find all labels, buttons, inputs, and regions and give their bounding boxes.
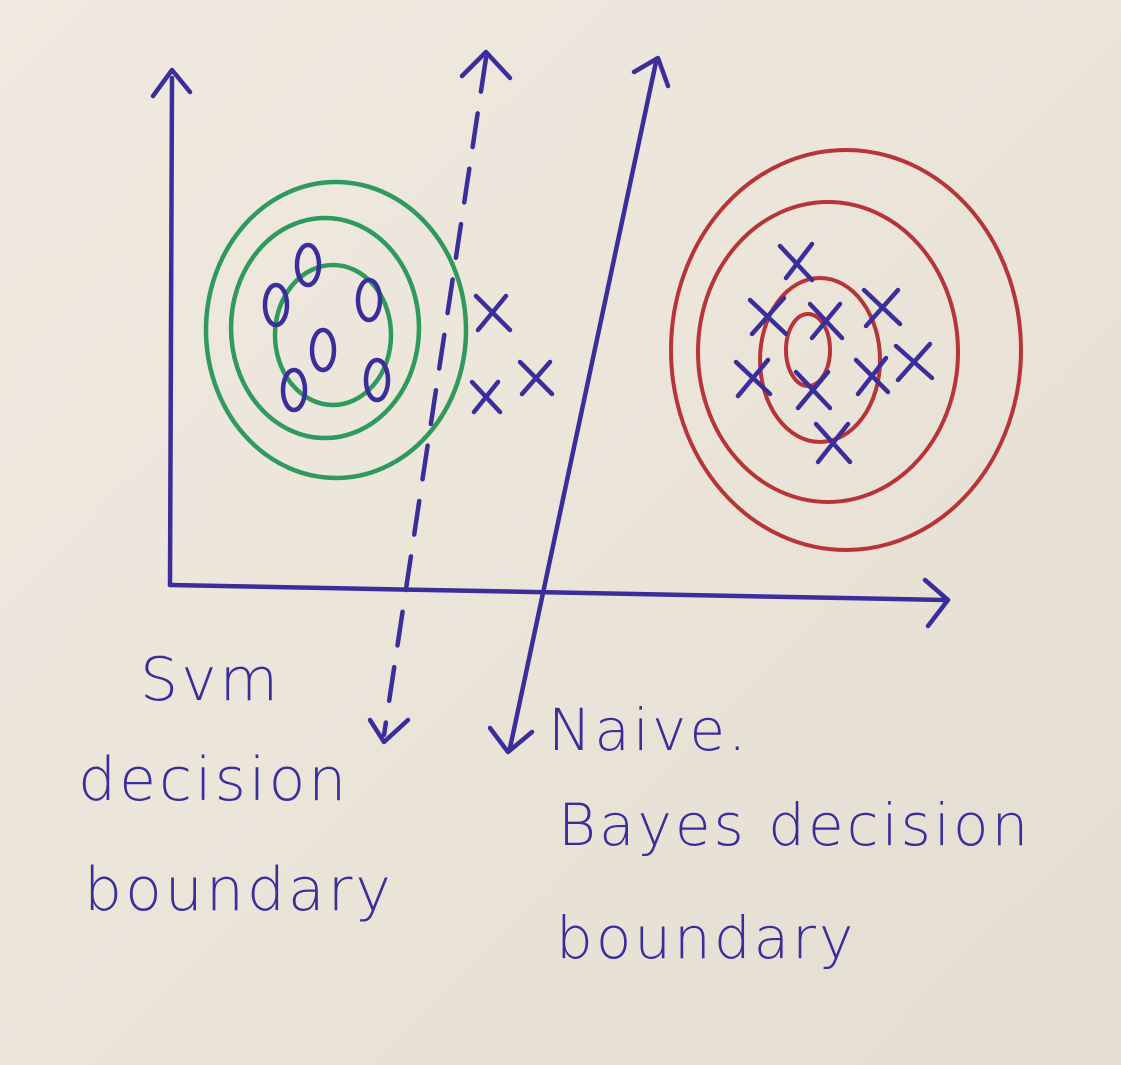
o-point bbox=[294, 242, 322, 288]
o-point bbox=[355, 277, 383, 323]
green-contour-middle bbox=[228, 215, 422, 441]
x-point bbox=[777, 241, 815, 283]
red-contour-middle bbox=[696, 200, 960, 504]
y-axis bbox=[167, 75, 175, 588]
svm-decision-boundary bbox=[367, 49, 513, 745]
x-point bbox=[807, 301, 845, 341]
naive-bayes-label-line-2: Bayes decision bbox=[558, 791, 1031, 859]
x-axis bbox=[167, 582, 948, 603]
x-point bbox=[747, 295, 789, 337]
naive-bayes-boundary-top-arrowhead bbox=[631, 55, 671, 89]
axes bbox=[150, 67, 951, 629]
svm-label-line-2: decision bbox=[78, 745, 349, 815]
naive-bayes-label: Naive. Bayes decision boundary bbox=[548, 696, 1031, 972]
x-point bbox=[861, 287, 903, 329]
o-point bbox=[309, 327, 337, 373]
x-point bbox=[813, 421, 853, 465]
x-point bbox=[517, 359, 555, 397]
x-point bbox=[893, 341, 935, 383]
o-point bbox=[262, 282, 290, 328]
x-point bbox=[853, 355, 891, 397]
green-contour-outer bbox=[203, 179, 469, 481]
naive-bayes-boundary-line bbox=[507, 59, 659, 751]
naive-bayes-label-line-3: boundary bbox=[556, 904, 856, 972]
class-o-points bbox=[262, 242, 391, 413]
naive-bayes-boundary-bottom-arrowhead bbox=[487, 725, 535, 755]
svm-boundary-dashed-line bbox=[381, 55, 489, 738]
svm-label-line-1: Svm bbox=[140, 645, 281, 715]
red-contour-inner bbox=[758, 276, 882, 444]
class-o-contours bbox=[203, 179, 469, 481]
x-point bbox=[733, 357, 773, 399]
x-point bbox=[473, 293, 513, 333]
x-point bbox=[793, 369, 833, 411]
y-axis-arrowhead bbox=[150, 67, 193, 99]
naive-bayes-label-line-1: Naive. bbox=[548, 696, 750, 764]
green-contour-inner bbox=[272, 262, 394, 408]
red-contour-outer bbox=[669, 148, 1023, 552]
svm-label-line-3: boundary bbox=[84, 855, 394, 925]
class-x-points-outliers bbox=[469, 293, 555, 415]
naive-bayes-decision-boundary bbox=[487, 55, 671, 755]
x-point bbox=[469, 379, 503, 415]
class-x-points bbox=[733, 241, 935, 465]
svm-boundary-top-arrowhead bbox=[459, 49, 513, 81]
o-point bbox=[363, 357, 391, 403]
o-point bbox=[280, 367, 308, 413]
svm-label: Svm decision boundary bbox=[78, 645, 394, 925]
x-axis-arrowhead bbox=[922, 577, 951, 629]
svm-boundary-bottom-arrowhead bbox=[367, 717, 411, 745]
class-x-contours bbox=[669, 148, 1023, 552]
